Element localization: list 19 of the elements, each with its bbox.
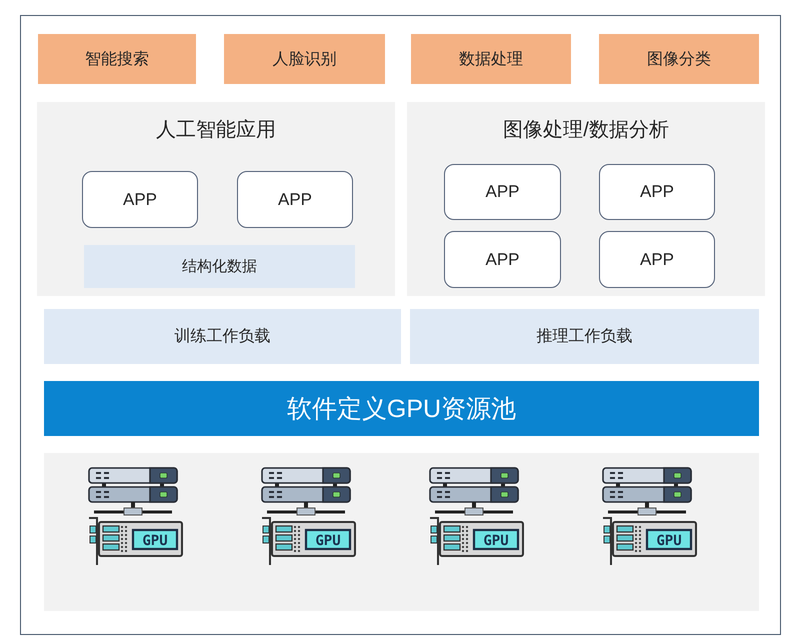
hardware-panel	[44, 453, 759, 611]
workload-box: 训练工作负载	[44, 309, 401, 364]
resource-pool-bar: 软件定义GPU资源池	[44, 381, 759, 436]
task-box: 智能搜索	[38, 34, 196, 84]
layer-panel	[407, 102, 765, 296]
app-box: APP	[237, 171, 353, 228]
panel-heading: 人工智能应用	[155, 118, 277, 142]
layer-panel	[37, 102, 395, 296]
task-box: 人脸识别	[224, 34, 385, 84]
app-box: APP	[599, 164, 715, 220]
panel-heading: 图像处理/数据分析	[502, 118, 670, 142]
app-box: APP	[444, 231, 561, 288]
workload-box: 推理工作负载	[410, 309, 759, 364]
app-box: APP	[82, 171, 198, 228]
task-box: 数据处理	[411, 34, 571, 84]
app-box: APP	[444, 164, 561, 220]
app-box: APP	[599, 231, 715, 288]
data-box: 结构化数据	[84, 245, 355, 288]
task-box: 图像分类	[599, 34, 759, 84]
